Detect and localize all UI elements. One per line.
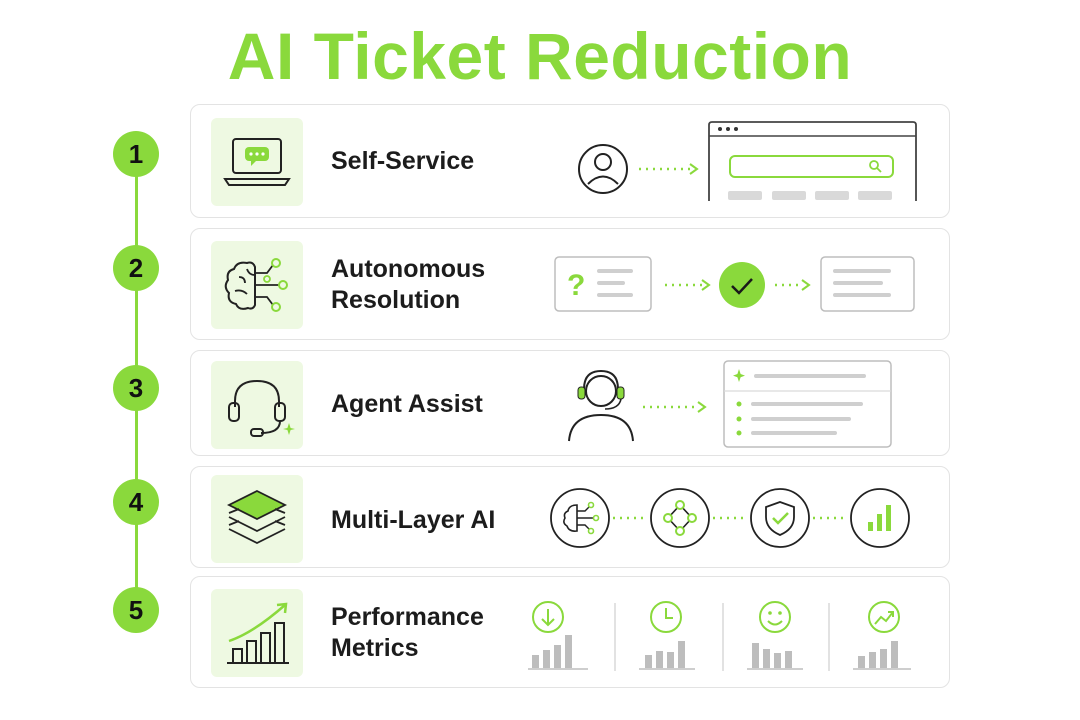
autonomous-resolution-illustration: ? bbox=[554, 256, 915, 312]
card-performance-metrics: Performance Metrics bbox=[190, 576, 950, 688]
step-number-3: 3 bbox=[113, 365, 159, 411]
step-label-multi-layer-ai: Multi-Layer AI bbox=[331, 506, 496, 534]
step-label-performance-metrics: Performance Metrics bbox=[331, 602, 484, 664]
step-number-4: 4 bbox=[113, 479, 159, 525]
reduction-metric-group bbox=[528, 601, 588, 670]
step-number-1: 1 bbox=[113, 131, 159, 177]
label-line-1: Autonomous bbox=[331, 255, 486, 283]
headset-icon bbox=[211, 361, 303, 449]
browser-window-icon bbox=[708, 121, 917, 201]
step-label-self-service: Self-Service bbox=[331, 147, 475, 175]
layers-icon bbox=[211, 475, 303, 563]
step-number-5: 5 bbox=[113, 587, 159, 633]
step-number-2: 2 bbox=[113, 245, 159, 291]
self-service-illustration bbox=[578, 121, 917, 201]
label-line-1: Performance bbox=[331, 603, 484, 631]
network-node-icon bbox=[650, 488, 710, 548]
security-shield-icon bbox=[750, 488, 810, 548]
svg-text:?: ? bbox=[567, 269, 585, 302]
user-avatar-icon bbox=[578, 144, 628, 194]
label-line-2: Metrics bbox=[331, 634, 419, 662]
card-autonomous-resolution: Autonomous Resolution ? bbox=[190, 228, 950, 340]
card-self-service: Self-Service bbox=[190, 104, 950, 218]
resolved-ticket-icon bbox=[820, 256, 915, 312]
card-multi-layer-ai: Multi-Layer AI bbox=[190, 466, 950, 568]
page-title: AI Ticket Reduction bbox=[227, 19, 853, 93]
trending-up-metric-group bbox=[853, 601, 911, 670]
support-agent-icon bbox=[568, 369, 634, 442]
card-agent-assist: Agent Assist bbox=[190, 350, 950, 456]
question-ticket-icon: ? bbox=[554, 256, 652, 312]
agent-assist-illustration bbox=[568, 360, 892, 448]
performance-metrics-illustration bbox=[528, 601, 911, 671]
clock-metric-group bbox=[639, 601, 695, 670]
laptop-chat-icon bbox=[211, 118, 303, 206]
ai-brain-node-icon bbox=[550, 488, 610, 548]
bar-chart-node-icon bbox=[850, 488, 910, 548]
suggestion-panel-icon bbox=[723, 360, 892, 448]
label-line-2: Resolution bbox=[331, 286, 461, 314]
step-label-autonomous-resolution: Autonomous Resolution bbox=[331, 254, 485, 316]
step-label-agent-assist: Agent Assist bbox=[331, 390, 483, 418]
multi-layer-ai-illustration bbox=[550, 488, 910, 548]
smiley-metric-group bbox=[747, 601, 803, 670]
check-circle-icon bbox=[719, 262, 765, 308]
brain-circuit-icon bbox=[211, 241, 303, 329]
growth-chart-icon bbox=[211, 589, 303, 677]
